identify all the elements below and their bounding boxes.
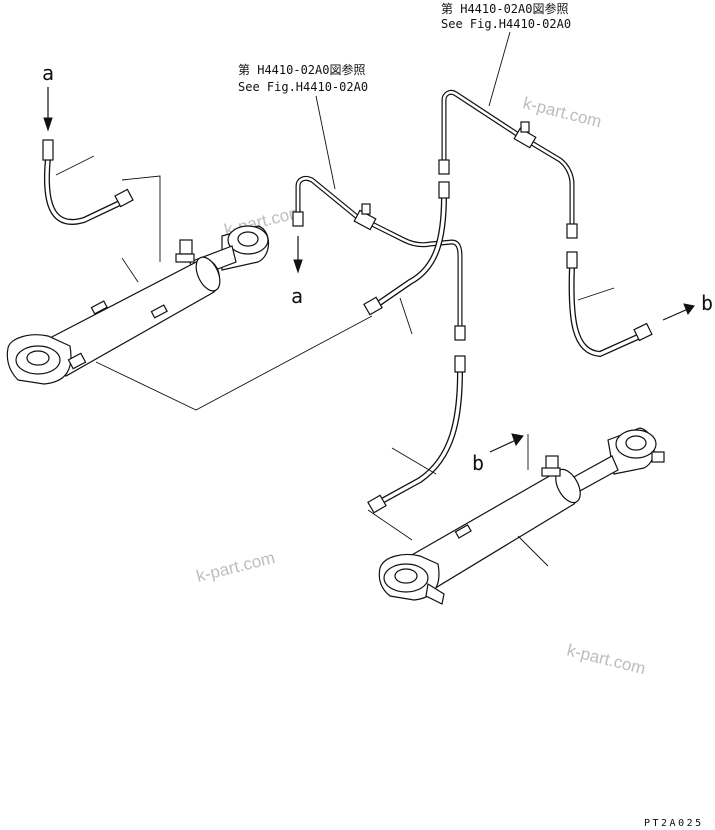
hydraulic-cylinder bbox=[6, 225, 270, 385]
watermark-text: k-part.com bbox=[194, 548, 277, 586]
connector-label-b-lower: b bbox=[472, 451, 484, 475]
leader-line bbox=[95, 315, 373, 411]
arrow-right-icon bbox=[489, 433, 524, 453]
watermark-text: k-part.com bbox=[521, 93, 604, 131]
arrow-down-icon bbox=[43, 87, 53, 132]
steel-pipe bbox=[438, 89, 578, 239]
leader-line bbox=[577, 287, 615, 301]
watermark-text: k-part.com bbox=[565, 640, 648, 678]
leader-line bbox=[367, 509, 413, 541]
leader-line bbox=[121, 175, 161, 262]
reference-leader-top bbox=[488, 31, 511, 107]
leader-line bbox=[517, 535, 549, 567]
reference-leader-mid bbox=[315, 95, 336, 190]
leader-line bbox=[391, 447, 437, 475]
hydraulic-hose bbox=[42, 139, 134, 225]
leader-line bbox=[121, 257, 139, 283]
arrow-down-icon bbox=[293, 236, 303, 274]
hydraulic-hose bbox=[566, 251, 653, 358]
reference-label-mid-en: See Fig.H4410-02A0 bbox=[238, 80, 368, 94]
steel-pipe bbox=[292, 175, 466, 341]
reference-label-mid-jp: 第 H4410-02A0図参照 bbox=[238, 62, 365, 77]
hydraulic-cylinder bbox=[378, 427, 665, 605]
connector-label-a-bottom: a bbox=[291, 284, 303, 308]
reference-label-top-jp: 第 H4410-02A0図参照 bbox=[441, 1, 568, 16]
connector-label-a-top: a bbox=[42, 61, 54, 85]
leader-line bbox=[399, 297, 413, 335]
arrow-right-icon bbox=[662, 303, 695, 321]
hydraulic-hose bbox=[367, 355, 466, 514]
leader-line bbox=[55, 155, 95, 176]
reference-label-top-en: See Fig.H4410-02A0 bbox=[441, 17, 571, 31]
hydraulic-hose bbox=[363, 181, 450, 316]
connector-label-b-right: b bbox=[701, 291, 713, 315]
drawing-code: PT2A025 bbox=[644, 818, 704, 829]
